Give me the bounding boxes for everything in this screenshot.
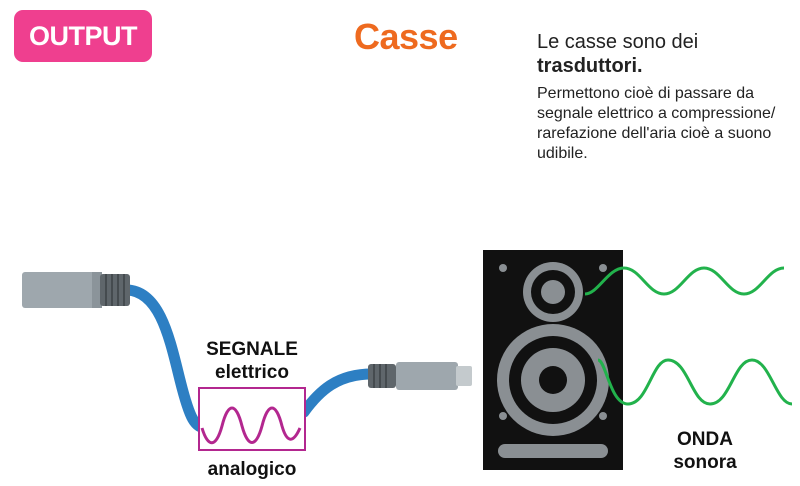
- analog-signal-box: [198, 387, 306, 451]
- xlr-connector-left-icon: [22, 272, 130, 308]
- signal-label: SEGNALE elettrico: [192, 338, 312, 384]
- sound-wave-low: [597, 358, 793, 406]
- wave-label: ONDA sonora: [645, 428, 765, 474]
- description-lead-bold: trasduttori.: [537, 55, 643, 77]
- description-lead: Le casse sono dei trasduttori.: [537, 30, 787, 78]
- analog-label: analogico: [207, 459, 297, 480]
- xlr-connector-right-icon: [368, 362, 472, 390]
- wave-label-line1: ONDA: [677, 429, 733, 450]
- sound-wave-high: [584, 266, 785, 296]
- description-lead-text: Le casse sono dei: [537, 31, 699, 53]
- cable-left: [120, 284, 213, 434]
- cable-right: [298, 368, 378, 418]
- wave-label-line2: sonora: [673, 452, 737, 473]
- description-body: Permettono cioè di passare da segnale el…: [537, 85, 776, 162]
- description: Le casse sono dei trasduttori. Permetton…: [537, 30, 787, 164]
- signal-label-line2: elettrico: [215, 362, 289, 383]
- analog-waveform: [200, 406, 302, 445]
- output-badge: OUTPUT: [14, 10, 152, 62]
- page-title: Casse: [354, 16, 458, 57]
- signal-label-line1: SEGNALE: [206, 339, 298, 360]
